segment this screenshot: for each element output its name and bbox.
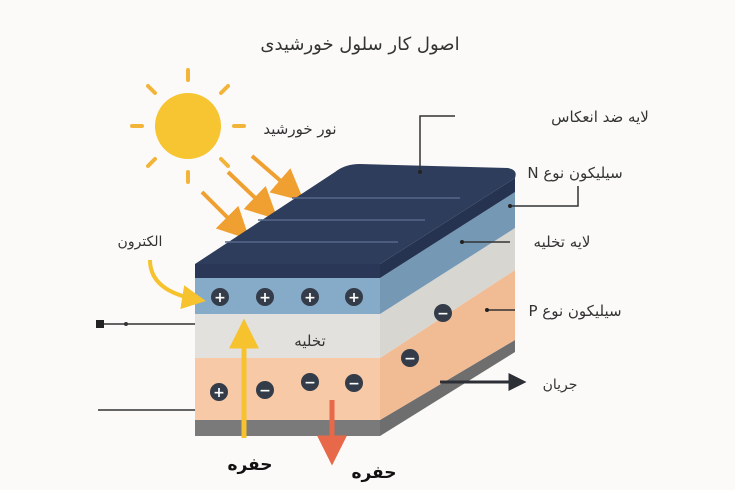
electron-arrow: [148, 259, 206, 309]
p-layer-side: [380, 270, 515, 420]
terminal-icon: [96, 320, 104, 328]
base-front: [195, 420, 380, 436]
p-type-label: سیلیکون نوع P: [528, 302, 621, 320]
positive-charge: +: [301, 288, 319, 306]
diagram-title: اصول کار سلول خورشیدی: [260, 34, 459, 55]
anti-reflective-label: لایه ضد انعکاس: [551, 108, 649, 126]
svg-text:−: −: [404, 351, 416, 367]
top-panel: [195, 164, 516, 264]
svg-text:+: +: [304, 290, 316, 306]
n-type-label: سیلیکون نوع N: [527, 164, 622, 182]
current-label: جریان: [543, 377, 578, 393]
svg-text:+: +: [259, 290, 271, 306]
negative-charge: −: [256, 381, 274, 399]
light-arrow: [200, 190, 250, 240]
sunlight-arrows: [200, 154, 305, 240]
negative-charge: −: [434, 304, 452, 322]
negative-charge: −: [301, 373, 319, 391]
depletion-layer-label: لایه تخلیه: [534, 233, 591, 251]
svg-text:−: −: [348, 376, 360, 392]
hole-label-left: حفره: [227, 455, 272, 475]
light-arrow: [226, 170, 278, 220]
negative-charge: −: [401, 349, 419, 367]
svg-text:−: −: [437, 306, 449, 322]
top-panel-side: [380, 178, 515, 278]
left-wires: [98, 323, 195, 411]
depletion-center-label: تخلیه: [294, 332, 325, 350]
positive-charge: +: [256, 288, 274, 306]
sunlight-label: نور خورشید: [263, 120, 336, 138]
positive-charge: +: [211, 288, 229, 306]
base-side: [380, 340, 515, 436]
depletion-side: [380, 228, 515, 358]
n-layer-side: [380, 192, 515, 314]
svg-text:+: +: [213, 385, 225, 401]
electron-label: الکترون: [118, 234, 163, 250]
callout-lines: [419, 115, 579, 311]
light-arrow: [250, 154, 305, 202]
n-layer-charges: + + + +: [211, 288, 363, 306]
p-layer-charges: + − − − − −: [210, 304, 452, 401]
top-panel-front: [195, 264, 380, 278]
sun-icon: [130, 68, 246, 184]
svg-text:−: −: [304, 375, 316, 391]
depletion-front: [195, 314, 380, 358]
svg-text:+: +: [214, 290, 226, 306]
negative-charge: −: [345, 374, 363, 392]
positive-charge: +: [210, 383, 228, 401]
svg-text:+: +: [348, 290, 360, 306]
hole-label-right: حفره: [351, 463, 396, 483]
positive-charge: +: [345, 288, 363, 306]
svg-text:−: −: [259, 383, 271, 399]
